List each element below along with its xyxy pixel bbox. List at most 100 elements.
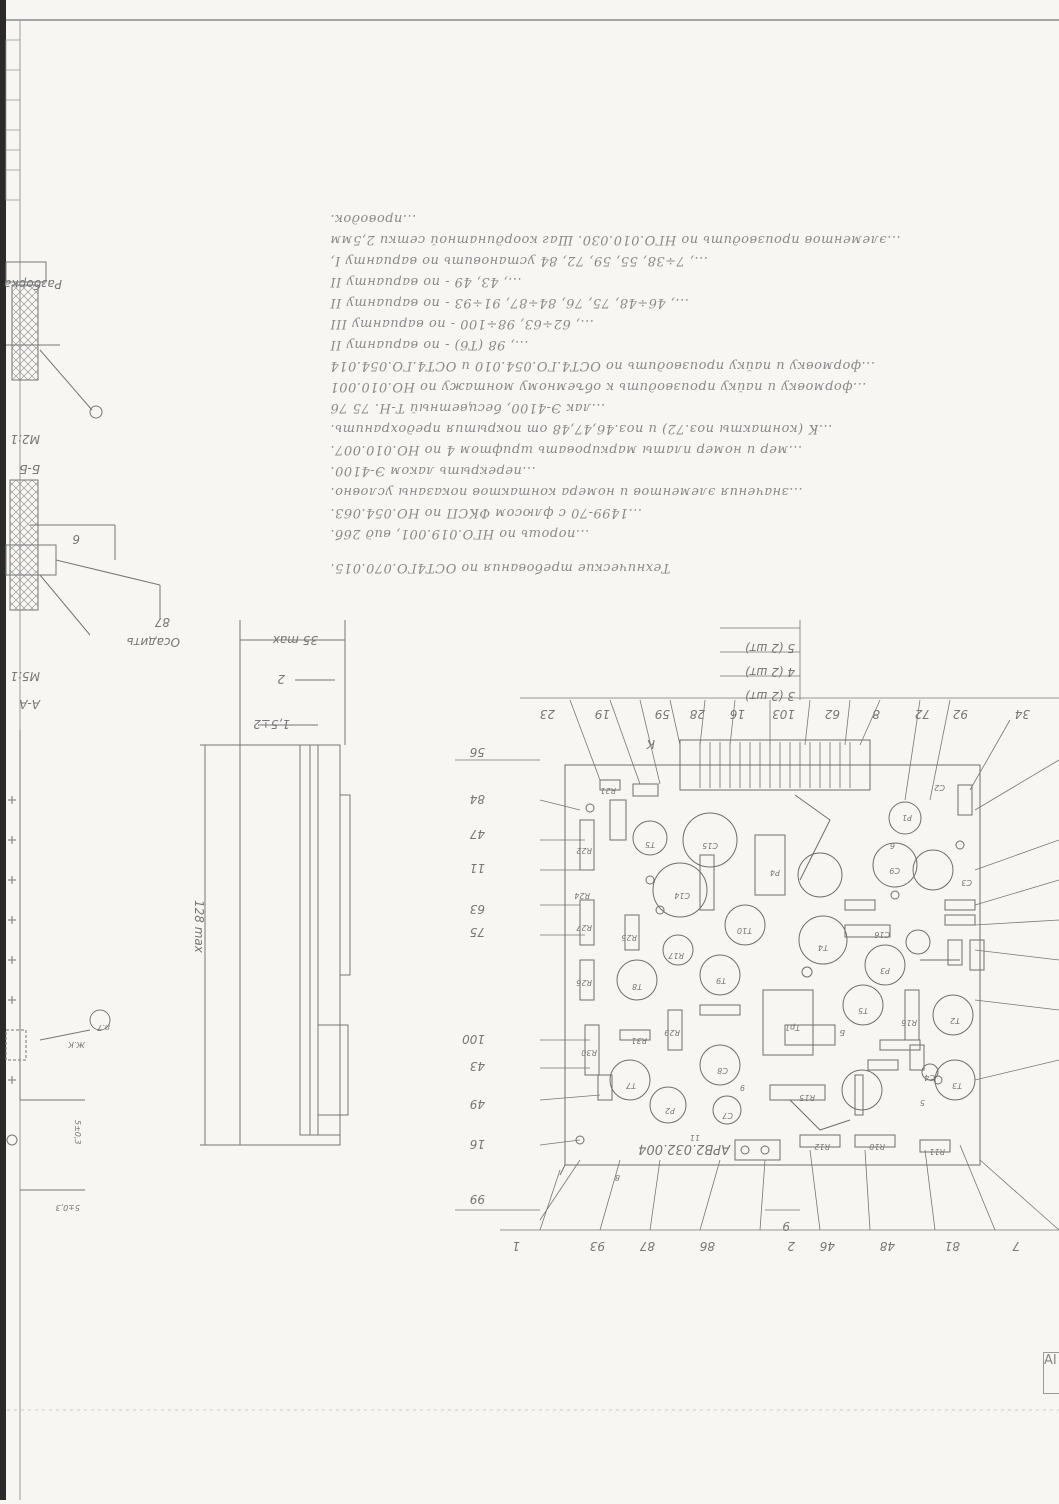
comp-p1: P1 <box>902 813 912 822</box>
comp-p2: P2 <box>665 1106 675 1115</box>
dim-128max: 128 max <box>192 900 206 954</box>
transformer-tr1 <box>762 989 814 1056</box>
comp-t9: T9 <box>716 976 726 985</box>
transistor-t1 <box>841 1069 883 1111</box>
board-designation: АРВ2.032.004 <box>638 1141 731 1156</box>
note-line: ..., 7÷38, 55, 59, 72, 84 установить по … <box>330 253 708 268</box>
comp-11: 11 <box>690 1133 700 1142</box>
transistor-t3 <box>934 1059 976 1101</box>
label-m5-1: М5:1 <box>10 669 40 683</box>
note-line: ..., 43, 49 - по варианту II <box>330 274 522 289</box>
callout-72: 72 <box>915 707 930 721</box>
transistor-t11 <box>797 852 843 898</box>
comp-r16: R16 <box>901 1018 917 1027</box>
note-line: ...проводок. <box>330 211 417 226</box>
note-line: ...мер и номер платы маркировать шрифтом… <box>330 442 803 457</box>
note-line: ...порошь по НГО.019.001, вид 26б. <box>330 526 590 541</box>
comp-t5a: T5 <box>645 840 655 849</box>
comp-c15: C15 <box>702 841 718 850</box>
dim-5a: 5±0,3 <box>73 1120 82 1145</box>
note-line: ...К (контакты поз.72) и поз.46,47,48 от… <box>330 421 833 436</box>
comp-t2: T2 <box>950 1016 960 1025</box>
leader-lines <box>455 620 1059 1231</box>
transistor-t5a <box>632 820 668 856</box>
res-p2 <box>649 1086 687 1124</box>
callout-56: 56 <box>469 745 485 759</box>
left-section-view <box>5 261 161 636</box>
res-p1 <box>888 801 922 835</box>
transistor-t2 <box>932 994 974 1036</box>
callout-92: 92 <box>953 707 968 721</box>
pin-group-5: 5 (2 шт) <box>745 641 795 655</box>
pot-p3 <box>864 944 906 986</box>
cap-c14 <box>652 862 708 918</box>
technical-notes: Технические требования по ОСТ4ГО.070.015… <box>330 175 1059 575</box>
note-line: ..., 46÷48, 75, 76, 84÷87, 91÷93 - по ва… <box>330 295 689 310</box>
callout-100: 100 <box>462 1032 485 1046</box>
callout-49: 49 <box>470 1097 485 1111</box>
transistor-t8 <box>616 959 658 1001</box>
callout-81: 81 <box>945 1239 960 1253</box>
transistor-t9 <box>699 954 741 996</box>
callout-84: 84 <box>470 792 485 806</box>
res-r17 <box>662 934 694 966</box>
transistor-t6 <box>912 849 954 891</box>
callout-23: 23 <box>540 707 555 721</box>
comp-r30: R30 <box>581 1048 597 1057</box>
left-view-labels: Разборка М2:1 Б-Б А-А М5:1 87 Осадить п.… <box>4 277 180 1212</box>
title-block-fragment: АI <box>1043 1352 1059 1394</box>
comp-r12: R12 <box>814 1142 830 1151</box>
comp-t4: T4 <box>818 943 828 952</box>
comp-b: Б <box>839 1028 845 1037</box>
comp-r26: R26 <box>576 978 592 987</box>
comp-t8: T8 <box>632 982 642 991</box>
callout-16: 16 <box>729 707 745 721</box>
comp-p4: P4 <box>770 868 780 877</box>
callout-86: 86 <box>699 1239 715 1253</box>
callout-87: 87 <box>639 1239 655 1253</box>
callout-62: 62 <box>825 707 840 721</box>
callout-46: 46 <box>819 1239 835 1253</box>
note-line: ...формовку и пайку производить по ОСТ4.… <box>330 358 875 373</box>
callout-8: 8 <box>872 707 880 721</box>
dim-5b: 5±0,3 <box>55 1203 80 1212</box>
transistor-t10 <box>724 904 766 946</box>
callout-63: 63 <box>470 902 485 916</box>
callout-34: 34 <box>1015 707 1030 721</box>
connector-label: К <box>646 737 655 751</box>
label-bb: Б-Б <box>19 462 40 476</box>
note-line: ...элементов производить по НГО.010.030.… <box>330 232 901 247</box>
comp-t3: T3 <box>952 1081 962 1090</box>
transistor-t5 <box>842 984 884 1026</box>
callout-75: 75 <box>470 925 485 939</box>
callout-zhk: Ж.К <box>68 1040 86 1049</box>
comp-c14: C14 <box>674 891 690 900</box>
note-line: ..., 98 (Т6) - по варианту II <box>330 337 529 352</box>
callout-19: 19 <box>595 707 610 721</box>
callout-59: 59 <box>655 707 670 721</box>
label-m2-1: М2:1 <box>10 432 40 446</box>
comp-c7: C7 <box>721 1111 733 1120</box>
callout-osadit: Осадить <box>126 635 180 649</box>
note-line: ...1499-70 с флюсом ФКСП по НО.054.063. <box>330 505 642 520</box>
note-line: ...формовку и пайку производить к объемн… <box>330 379 867 394</box>
comp-r24: R24 <box>574 891 590 900</box>
transistor-t4 <box>798 915 848 965</box>
res-r6 <box>905 929 931 955</box>
callout-11: 11 <box>470 861 485 875</box>
comp-r22: R22 <box>576 846 592 855</box>
transistor-t7 <box>609 1059 651 1101</box>
comp-r29: R29 <box>664 1028 680 1037</box>
comp-5: 5 <box>920 1098 925 1107</box>
comp-r21: R21 <box>600 786 616 795</box>
note-line: ...значения элементов и номера контактов… <box>330 484 803 499</box>
dim-1-5: 1,5±2 <box>253 717 290 731</box>
callout-87-left: 87 <box>154 615 170 629</box>
comp-r25: R25 <box>621 933 637 942</box>
callout-93: 93 <box>590 1239 605 1253</box>
comp-r17: R17 <box>667 951 684 960</box>
note-line: ..., 62÷63, 98÷100 - по варианту III <box>330 316 594 331</box>
cap-c9 <box>872 842 918 888</box>
